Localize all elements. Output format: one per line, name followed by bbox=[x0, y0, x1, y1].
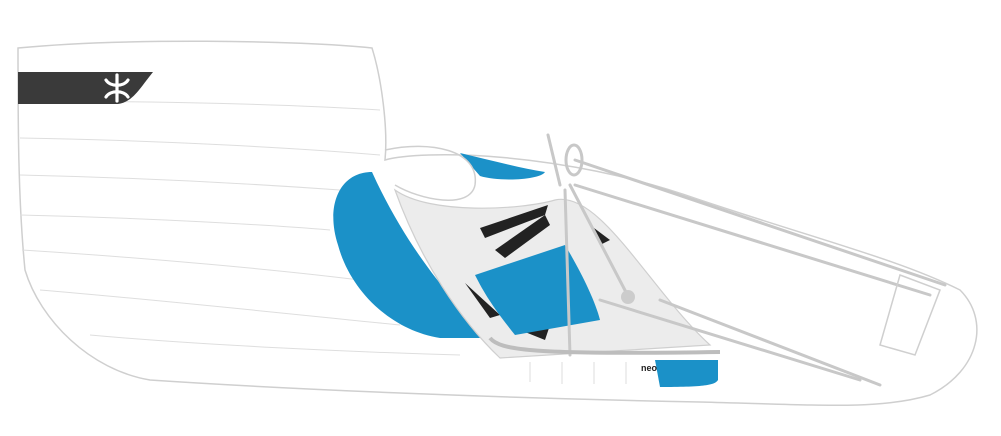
side-pocket bbox=[333, 172, 490, 338]
front-box bbox=[879, 274, 941, 356]
straps bbox=[546, 133, 947, 387]
bottom-panel bbox=[655, 360, 718, 387]
brand-band bbox=[18, 72, 153, 104]
brand-logo-text: neo bbox=[641, 363, 658, 373]
harness-body-outline bbox=[17, 40, 978, 406]
back-panel bbox=[460, 153, 545, 180]
brand-symbol-icon bbox=[104, 73, 130, 103]
back-outline bbox=[384, 145, 476, 201]
lower-panel-lines bbox=[529, 362, 627, 384]
bottom-rail bbox=[488, 336, 721, 355]
